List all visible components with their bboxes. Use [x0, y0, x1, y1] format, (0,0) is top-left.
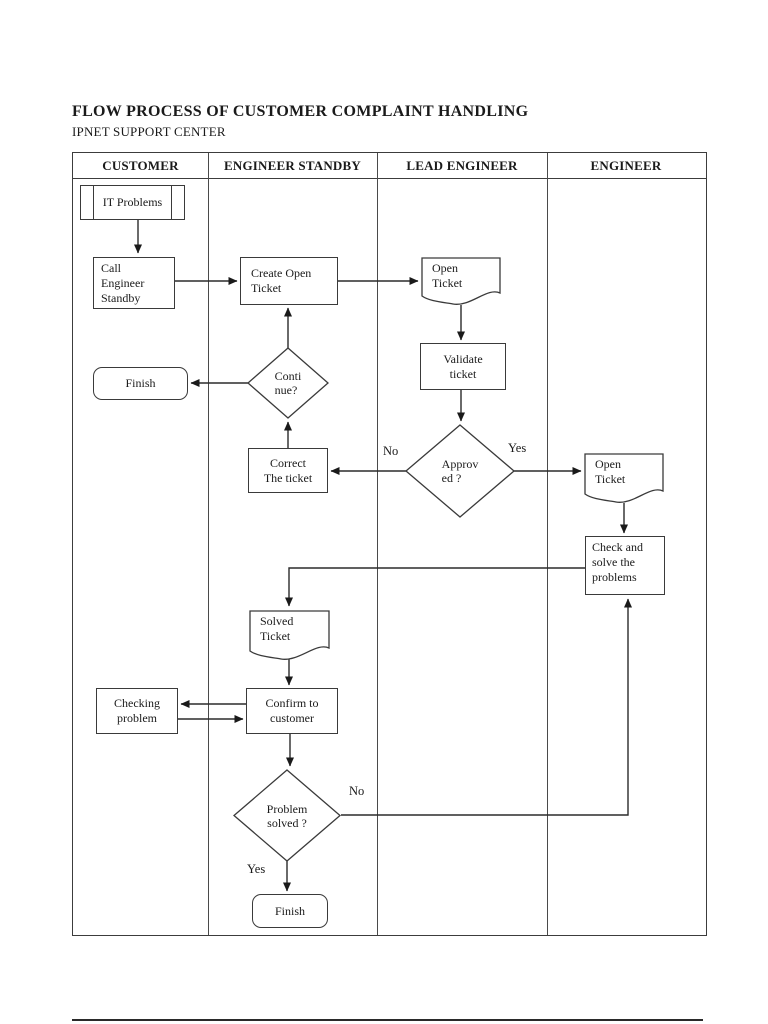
lane-divider [208, 153, 210, 935]
node-checking-problem: Checking problem [96, 688, 178, 734]
node-label: Correct The ticket [263, 455, 313, 485]
diamond-shape [247, 347, 329, 419]
edge-label-problem-solved-yes: Yes [247, 862, 266, 876]
node-problem-solved-decision: Problem solved ? [233, 769, 341, 862]
document-shape [584, 453, 664, 503]
node-label: Open Ticket [595, 457, 626, 486]
lane-header-lead-engineer: LEAD ENGINEER [406, 158, 518, 173]
node-finish-engineer-standby: Finish [252, 894, 328, 928]
node-label: Finish [125, 376, 156, 390]
lane-header-engineer-standby: ENGINEER STANDBY [224, 158, 361, 173]
node-approved-decision: Approv ed ? [405, 424, 515, 518]
lane-header-row: CUSTOMER ENGINEER STANDBY LEAD ENGINEER … [73, 153, 706, 179]
node-finish-customer: Finish [93, 367, 188, 400]
footer-rule [72, 1019, 703, 1021]
diamond-shape [405, 424, 515, 518]
node-label: Call Engineer Standby [101, 260, 145, 305]
predefined-process-bar [93, 186, 95, 219]
edge-label-approved-no: No [383, 444, 399, 458]
lane-header-customer: CUSTOMER [102, 158, 179, 173]
node-open-ticket-lead: Open Ticket [421, 257, 501, 305]
swimlane-table: CUSTOMER ENGINEER STANDBY LEAD ENGINEER … [72, 152, 707, 936]
node-label: Confirm to customer [265, 696, 319, 725]
diamond-shape [233, 769, 341, 862]
node-label: Finish [274, 903, 305, 918]
edge-label-approved-yes: Yes [508, 441, 527, 455]
edge-label-problem-solved-no: No [349, 784, 365, 798]
node-label: Approv ed ? [441, 457, 479, 485]
node-solved-ticket: Solved Ticket [249, 610, 330, 660]
node-label: Create Open Ticket [251, 266, 312, 295]
node-create-open-ticket: Create Open Ticket [240, 257, 338, 305]
node-label: Validate ticket [443, 351, 483, 381]
node-open-ticket-engineer: Open Ticket [584, 453, 664, 503]
node-it-problems: IT Problems [80, 185, 185, 220]
node-call-engineer-standby: Call Engineer Standby [93, 257, 175, 309]
node-label: Problem solved ? [266, 801, 308, 830]
node-validate-ticket: Validate ticket [420, 343, 506, 390]
document-shape [421, 257, 501, 305]
node-check-and-solve: Check and solve the problems [585, 536, 665, 595]
node-label: Solved Ticket [260, 614, 294, 643]
node-confirm-to-customer: Confirm to customer [246, 688, 338, 734]
page-subtitle: IPNET SUPPORT CENTER [72, 124, 226, 139]
node-label: Conti nue? [274, 369, 302, 397]
lane-divider [547, 153, 549, 935]
node-label: Checking problem [114, 696, 160, 725]
predefined-process-bar [170, 186, 172, 219]
node-continue-decision: Conti nue? [247, 347, 329, 419]
node-label: Check and solve the problems [592, 540, 643, 584]
node-label: Open Ticket [432, 261, 463, 290]
page-title: FLOW PROCESS OF CUSTOMER COMPLAINT HANDL… [72, 103, 529, 120]
document-shape [249, 610, 330, 660]
lane-divider [377, 153, 379, 935]
node-label: IT Problems [102, 195, 163, 209]
lane-header-engineer: ENGINEER [590, 158, 662, 173]
node-correct-the-ticket: Correct The ticket [248, 448, 328, 493]
